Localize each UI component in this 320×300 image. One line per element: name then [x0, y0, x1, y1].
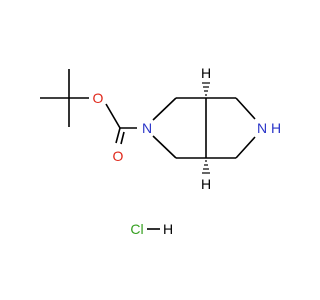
atom-hydrogen-stereo-bottom: H — [201, 176, 211, 192]
stereo-hash-bond-top — [202, 82, 210, 96]
bond-oxygen-to-carbonyl — [105, 103, 121, 129]
atom-hydrogen-amine: H — [271, 120, 281, 136]
ring-right — [206, 97, 256, 159]
atom-oxygen-ether: O — [93, 90, 104, 106]
bond-n-to-ch2-top — [152, 97, 177, 121]
bond-carbonyl-line-2 — [120, 131, 125, 145]
tert-butyl-group — [40, 69, 89, 127]
carbonyl-double-bond — [115, 127, 125, 145]
structure-diagram: O O N N H H H — [40, 65, 281, 237]
atom-nitrogen-carbamate: N — [142, 120, 152, 136]
hydrochloride-salt: Cl H — [130, 221, 173, 237]
atom-nitrogen-amine: N — [257, 120, 267, 136]
salt-hydrogen: H — [163, 221, 173, 237]
atom-hydrogen-stereo-top: H — [201, 65, 211, 81]
stereo-hash-bond-bottom — [202, 160, 210, 174]
salt-chlorine: Cl — [130, 221, 143, 237]
atom-oxygen-carbonyl: O — [113, 148, 124, 164]
bond-carbonyl-line-1 — [115, 127, 121, 144]
bond-ch2-bottom-to-nh — [235, 136, 256, 159]
bond-ch2-top-to-nh — [235, 97, 256, 120]
ring-left — [152, 97, 206, 159]
bond-n-to-ch2-bottom — [152, 135, 177, 159]
